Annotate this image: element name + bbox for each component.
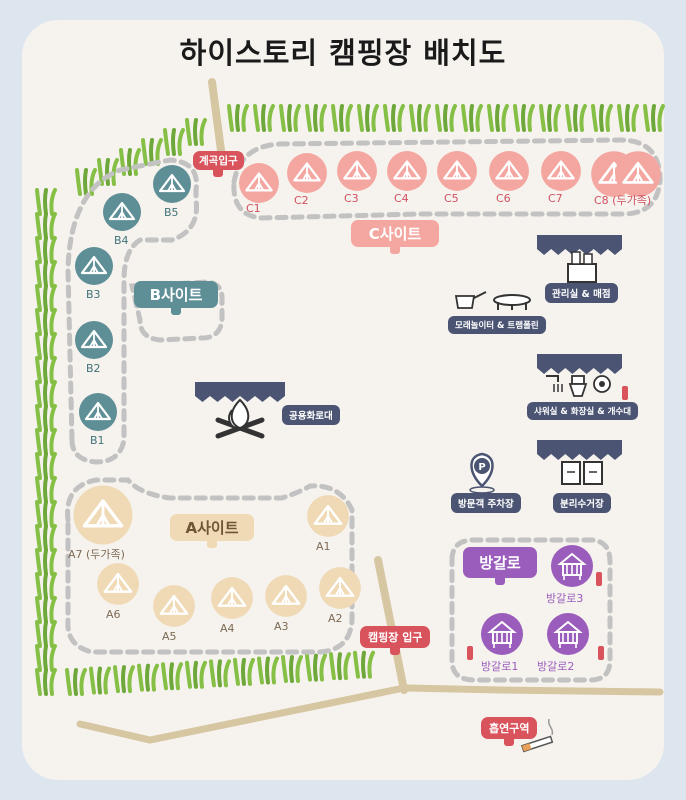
site-b-sign[interactable]: B사이트 xyxy=(134,281,218,315)
tent-icon xyxy=(319,567,361,609)
site-a-5-tent[interactable] xyxy=(152,584,196,628)
tent-icon xyxy=(307,495,349,537)
sandbox-trampoline-label[interactable]: 모래놀이터 & 트램폴린 xyxy=(448,316,546,334)
camp-entrance-sign[interactable]: 캠핑장 입구 xyxy=(360,626,431,655)
site-a-2-label: A2 xyxy=(328,612,343,625)
tent-icon xyxy=(79,393,117,431)
tent-icon xyxy=(615,151,661,197)
site-c-8-label: C8 (두가족) xyxy=(594,194,652,207)
site-c-5-tent[interactable] xyxy=(436,150,478,192)
site-b-2-label: B2 xyxy=(86,362,101,375)
tent-icon xyxy=(153,165,191,203)
site-b-2-tent[interactable] xyxy=(74,320,114,360)
site-a-1-tent[interactable] xyxy=(306,494,350,538)
site-c-5-label: C5 xyxy=(444,192,459,205)
site-c-2-label: C2 xyxy=(294,194,309,207)
tent-icon xyxy=(287,153,327,193)
parking-label[interactable]: 방문객 주차장 xyxy=(451,493,521,513)
valley-entrance-sign[interactable]: 계곡입구 xyxy=(193,151,244,177)
office-store-label[interactable]: 관리실 & 매점 xyxy=(545,283,618,303)
site-b-4-tent[interactable] xyxy=(102,192,142,232)
tent-icon xyxy=(75,247,113,285)
awnings xyxy=(195,235,622,460)
site-a-6-tent[interactable] xyxy=(96,562,140,606)
bangalo-1-label: 방갈로1 xyxy=(481,660,519,673)
site-c-3-tent[interactable] xyxy=(336,150,378,192)
shower-toilet-label[interactable]: 샤워실 & 화장실 & 개수대 xyxy=(527,402,639,420)
hut-icon xyxy=(551,545,593,587)
site-c-1-tent[interactable] xyxy=(238,162,280,204)
site-c-8b-tent[interactable] xyxy=(614,150,662,198)
bangalo-3-hut[interactable] xyxy=(550,544,594,588)
site-a-7-tent[interactable] xyxy=(72,484,134,546)
site-c-6-tent[interactable] xyxy=(488,150,530,192)
site-a-3-label: A3 xyxy=(274,620,289,633)
site-c-2-tent[interactable] xyxy=(286,152,328,194)
bangalo-2-label: 방갈로2 xyxy=(537,660,575,673)
bangalo-1-hut[interactable] xyxy=(480,612,524,656)
site-c-sign[interactable]: C사이트 xyxy=(351,220,439,254)
site-b-1-tent[interactable] xyxy=(78,392,118,432)
site-b-3-tent[interactable] xyxy=(74,246,114,286)
tent-icon xyxy=(239,163,279,203)
bangalo-3-label: 방갈로3 xyxy=(546,592,584,605)
bangalo-2-hut[interactable] xyxy=(546,612,590,656)
tent-icon xyxy=(211,577,253,619)
map-title: 하이스토리 캠핑장 배치도 xyxy=(179,36,507,70)
site-a-7-label: A7 (두가족) xyxy=(68,548,125,561)
tent-icon xyxy=(73,485,133,545)
site-b-5-label: B5 xyxy=(164,206,179,219)
tent-icon xyxy=(541,151,581,191)
bangalo-sign[interactable]: 방갈로 xyxy=(463,547,537,585)
site-b-4-label: B4 xyxy=(114,234,129,247)
recycle-label[interactable]: 분리수거장 xyxy=(553,493,611,513)
site-a-1-label: A1 xyxy=(316,540,331,553)
grass-border xyxy=(35,104,665,696)
campfire-label[interactable]: 공용화로대 xyxy=(282,405,340,425)
tent-icon xyxy=(75,321,113,359)
tent-icon xyxy=(153,585,195,627)
tent-icon xyxy=(337,151,377,191)
site-a-2-tent[interactable] xyxy=(318,566,362,610)
site-a-4-tent[interactable] xyxy=(210,576,254,620)
site-b-1-label: B1 xyxy=(90,434,105,447)
site-c-4-tent[interactable] xyxy=(386,150,428,192)
tent-icon xyxy=(97,563,139,605)
site-a-4-label: A4 xyxy=(220,622,235,635)
site-c-1-label: C1 xyxy=(246,202,261,215)
site-b-5-tent[interactable] xyxy=(152,164,192,204)
tent-icon xyxy=(489,151,529,191)
tent-icon xyxy=(387,151,427,191)
tent-icon xyxy=(265,575,307,617)
site-a-5-label: A5 xyxy=(162,630,177,643)
site-c-7-tent[interactable] xyxy=(540,150,582,192)
site-c-7-label: C7 xyxy=(548,192,563,205)
site-a-6-label: A6 xyxy=(106,608,121,621)
site-a-sign[interactable]: A사이트 xyxy=(170,514,254,548)
site-a-3-tent[interactable] xyxy=(264,574,308,618)
site-b-3-label: B3 xyxy=(86,288,101,301)
smoking-area-sign[interactable]: 흡연구역 xyxy=(481,717,538,746)
site-c-4-label: C4 xyxy=(394,192,409,205)
hut-icon xyxy=(481,613,523,655)
roads xyxy=(76,78,664,744)
site-c-6-label: C6 xyxy=(496,192,511,205)
site-c-3-label: C3 xyxy=(344,192,359,205)
tent-icon xyxy=(103,193,141,231)
hut-icon xyxy=(547,613,589,655)
tent-icon xyxy=(437,151,477,191)
